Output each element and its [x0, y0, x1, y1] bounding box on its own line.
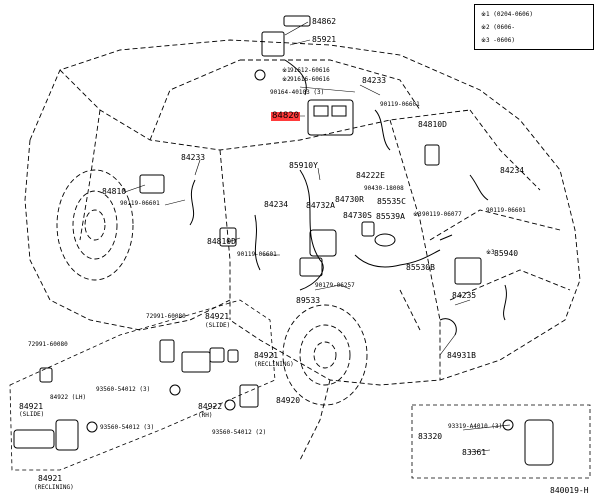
part-label-84921-reclining-right-sub: (RECLINING): [254, 361, 294, 368]
legend-text-3: -0606): [493, 37, 515, 44]
part-label-84921-slide-left-sub: (SLIDE): [19, 411, 45, 418]
part-label-90119-06077[interactable]: 90119-06077: [422, 211, 462, 218]
part-label-90430[interactable]: 90430-18008: [364, 185, 404, 192]
part-label-84810d-left[interactable]: 84810D: [207, 237, 236, 246]
part-label-84922-rh-sub: (RH): [198, 412, 213, 419]
part-label-93560-upper[interactable]: 93560-54012 (3): [96, 386, 151, 393]
part-label-89533[interactable]: 89533: [296, 296, 321, 305]
part-label-84921-reclining-right[interactable]: 84921: [254, 351, 279, 360]
part-label-84922-rh[interactable]: 84922: [198, 402, 223, 411]
part-label-90119-lower[interactable]: 90119-06601: [237, 251, 277, 258]
marker-3a: ※3: [413, 211, 422, 218]
part-label-91612[interactable]: 91612-60616: [290, 67, 330, 74]
legend-text-2: (0606-: [493, 24, 515, 31]
part-label-93319[interactable]: 93319-A4010 (3): [448, 423, 503, 430]
marker-1: ※1: [282, 67, 291, 74]
part-label-91616[interactable]: 91616-60616: [290, 76, 330, 83]
part-label-84921-slide-left[interactable]: 84921: [19, 402, 44, 411]
part-label-84235[interactable]: 84235: [452, 291, 477, 300]
part-label-84730r[interactable]: 84730R: [335, 195, 364, 204]
legend-mark-2: ※2: [481, 24, 490, 31]
legend-row-2: ※2 (0606-: [481, 24, 515, 31]
legend-text-1: (0204-0606): [493, 11, 534, 18]
part-label-84233-upper[interactable]: 84233: [362, 76, 387, 85]
marker-2: ※2: [282, 76, 291, 83]
part-label-83361[interactable]: 83361: [462, 448, 487, 457]
front-wheel: [56, 169, 134, 281]
part-label-84234-right[interactable]: 84234: [500, 166, 525, 175]
legend-row-1: ※1 (0204-0606): [481, 11, 533, 18]
part-label-84862[interactable]: 84862: [312, 17, 337, 26]
part-label-90164[interactable]: 90164-40103 (3): [270, 89, 325, 96]
legend-box: ※1 (0204-0606) ※2 (0606- ※3 -0606): [474, 4, 594, 50]
part-label-84920[interactable]: 84920: [276, 396, 301, 405]
part-label-90119-left[interactable]: 90119-06601: [120, 200, 160, 207]
part-label-84921-reclining-bottom-sub: (RECLINING): [34, 484, 74, 491]
part-label-85921[interactable]: 85921: [312, 35, 337, 44]
part-label-72991-upper[interactable]: 72991-60080: [146, 313, 186, 320]
part-label-90119-upper[interactable]: 90119-06601: [380, 101, 420, 108]
marker-3b: ※3: [486, 249, 495, 256]
components: [13, 15, 554, 466]
leader-lines: [124, 21, 511, 453]
part-label-93560-lower[interactable]: 93560-54012 (3): [100, 424, 155, 431]
part-label-84732a[interactable]: 84732A: [306, 201, 335, 210]
part-label-85910y[interactable]: 85910Y: [289, 161, 318, 170]
part-label-84921-slide-upper[interactable]: 84921: [205, 312, 230, 321]
part-label-84810-left[interactable]: 84810: [102, 187, 127, 196]
part-label-72991-left[interactable]: 72991-60080: [28, 341, 68, 348]
rear-wheel: [282, 304, 368, 406]
part-label-84921-reclining-bottom[interactable]: 84921: [38, 474, 63, 483]
part-label-85940[interactable]: 85940: [494, 249, 519, 258]
legend-row-3: ※3 -0606): [481, 37, 515, 44]
part-label-84233-left[interactable]: 84233: [181, 153, 206, 162]
part-label-93560-right[interactable]: 93560-54012 (2): [212, 429, 267, 436]
part-label-84234-mid[interactable]: 84234: [264, 200, 289, 209]
part-label-84810d-upper[interactable]: 84810D: [418, 120, 447, 129]
part-label-84922-lh[interactable]: 84922 (LH): [50, 394, 87, 401]
part-label-85539a[interactable]: 85539A: [376, 212, 405, 221]
part-label-84921-slide-upper-sub: (SLIDE): [205, 322, 231, 329]
legend-mark-1: ※1: [481, 11, 490, 18]
part-label-84222e[interactable]: 84222E: [356, 171, 385, 180]
part-label-84931b[interactable]: 84931B: [447, 351, 476, 360]
part-label-83320[interactable]: 83320: [418, 432, 443, 441]
part-label-84730s[interactable]: 84730S: [343, 211, 372, 220]
diagram-id: 840019-H: [550, 486, 589, 495]
part-label-85530b[interactable]: 85530B: [406, 263, 435, 272]
part-label-90119-right[interactable]: 90119-06601: [486, 207, 526, 214]
legend-mark-3: ※3: [481, 37, 490, 44]
part-label-90179[interactable]: 90179-06257: [315, 282, 355, 289]
part-label-84820-highlighted[interactable]: 84820: [271, 111, 301, 121]
vehicle-body-outline: [24, 39, 581, 461]
seat-outline: [9, 299, 591, 479]
part-label-85535c[interactable]: 85535C: [377, 197, 406, 206]
